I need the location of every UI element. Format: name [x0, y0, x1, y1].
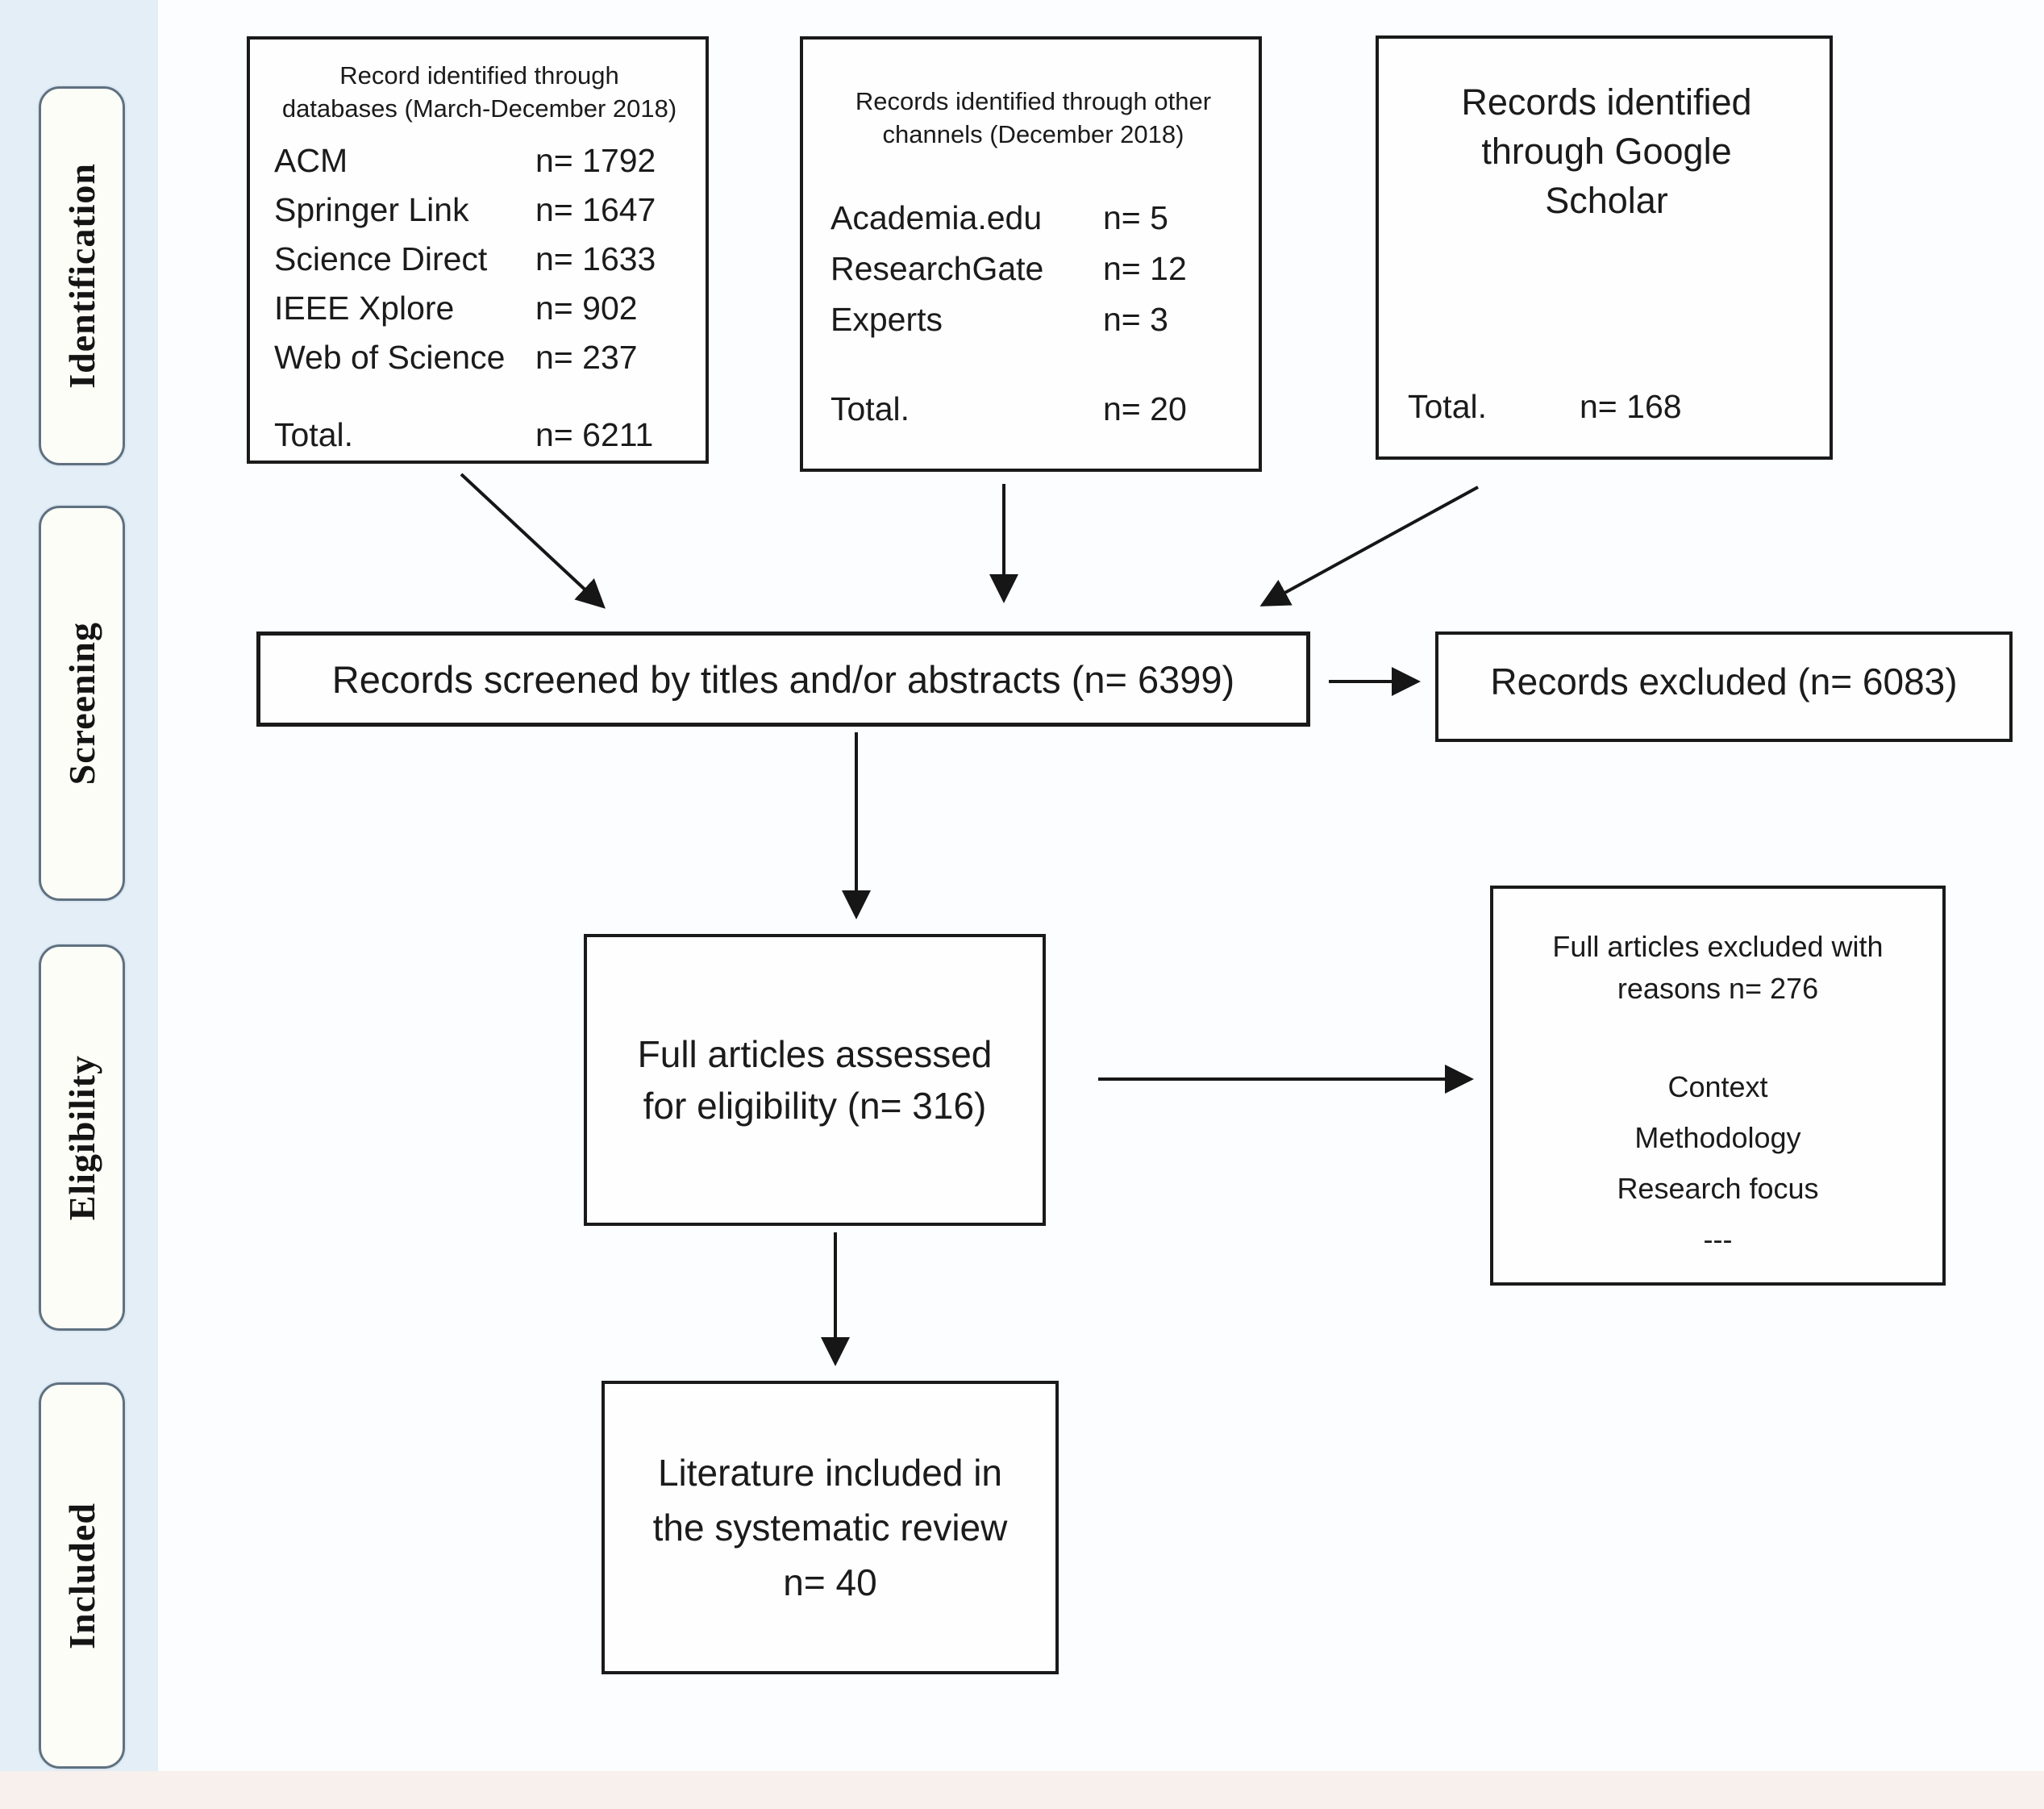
other-channels-title-line2: channels (December 2018)	[882, 120, 1184, 148]
other-channels-total-label: Total.	[831, 390, 910, 427]
databases-title-line1: Record identified through	[339, 61, 619, 90]
full-articles-line2: for eligibility (n= 316)	[643, 1085, 987, 1127]
bottom-strip	[0, 1771, 2044, 1809]
exclusion-reason: Research focus	[1617, 1172, 1819, 1205]
exclusion-reason-list: Context Methodology Research focus ---	[1493, 1061, 1942, 1265]
database-row-label: IEEE Xplore	[274, 290, 455, 327]
excluded-with-reasons-title: Full articles excluded with reasons n= 2…	[1493, 926, 1942, 1010]
google-scholar-total-label: Total.	[1408, 388, 1487, 425]
databases-box-title: Record identified through databases (Mar…	[274, 59, 685, 125]
channel-row-value: n= 5	[1103, 199, 1168, 236]
database-row: IEEE Xplore n= 902	[274, 284, 685, 333]
database-row-label: Web of Science	[274, 339, 506, 376]
databases-total-row: Total. n= 6211	[274, 416, 685, 454]
google-scholar-title-line3: Scholar	[1545, 180, 1668, 221]
database-row: Science Direct n= 1633	[274, 235, 685, 284]
excluded-with-reasons-box: Full articles excluded with reasons n= 2…	[1490, 886, 1946, 1286]
google-scholar-box: Records identified through Google Schola…	[1376, 35, 1833, 460]
literature-included-box: Literature included in the systematic re…	[602, 1381, 1059, 1674]
database-row-value: n= 1647	[535, 191, 656, 228]
exclusion-reason-ellipsis: ---	[1703, 1223, 1733, 1256]
exclusion-reason: Context	[1667, 1070, 1768, 1103]
literature-included-line2: the systematic review	[652, 1507, 1008, 1548]
channel-row: Experts n= 3	[831, 294, 1236, 345]
database-row-label: ACM	[274, 142, 348, 179]
other-channels-total-row: Total. n= 20	[831, 390, 1236, 428]
google-scholar-title-line1: Records identified	[1461, 81, 1752, 123]
database-row-label: Springer Link	[274, 191, 469, 228]
arrow-databases-to-screened	[460, 473, 606, 609]
stage-screening-label: Screening	[61, 621, 102, 786]
channel-row-value: n= 3	[1103, 301, 1168, 338]
other-channels-rows: Academia.edu n= 5 ResearchGate n= 12 Exp…	[831, 193, 1236, 345]
excluded-reasons-title-line1: Full articles excluded with	[1552, 930, 1884, 963]
records-excluded-text: Records excluded (n= 6083)	[1490, 660, 1958, 702]
literature-included-line3: n= 40	[783, 1561, 877, 1603]
other-channels-total-value: n= 20	[1103, 390, 1187, 427]
database-row-value: n= 237	[535, 339, 638, 376]
channel-row-label: ResearchGate	[831, 250, 1044, 287]
stage-included: Included	[39, 1382, 125, 1769]
databases-rows: ACM n= 1792 Springer Link n= 1647 Scienc…	[274, 136, 685, 382]
full-articles-assessed-box: Full articles assessed for eligibility (…	[584, 934, 1046, 1226]
database-row: Springer Link n= 1647	[274, 185, 685, 235]
database-row-value: n= 902	[535, 290, 638, 327]
channel-row: Academia.edu n= 5	[831, 193, 1236, 244]
excluded-reasons-title-line2: reasons n= 276	[1617, 972, 1819, 1005]
records-screened-box: Records screened by titles and/or abstra…	[256, 631, 1310, 727]
database-row-value: n= 1792	[535, 142, 656, 179]
channel-row-label: Academia.edu	[831, 199, 1043, 236]
stage-included-label: Included	[61, 1502, 102, 1649]
channel-row-value: n= 12	[1103, 250, 1187, 287]
databases-total-value: n= 6211	[535, 416, 654, 453]
databases-total-label: Total.	[274, 416, 353, 453]
stage-screening: Screening	[39, 506, 125, 901]
channel-row-label: Experts	[831, 301, 943, 338]
other-channels-box: Records identified through other channel…	[800, 36, 1262, 472]
google-scholar-title-line2: through Google	[1481, 131, 1732, 172]
database-row: ACM n= 1792	[274, 136, 685, 185]
full-articles-line1: Full articles assessed	[637, 1033, 993, 1075]
exclusion-reason: Methodology	[1634, 1121, 1801, 1154]
stage-eligibility: Eligibility	[39, 944, 125, 1331]
google-scholar-total-row: Total. n= 168	[1408, 388, 1805, 426]
other-channels-title-line1: Records identified through other	[855, 87, 1212, 115]
other-channels-box-title: Records identified through other channel…	[831, 85, 1236, 151]
databases-box: Record identified through databases (Mar…	[247, 36, 709, 464]
database-row-label: Science Direct	[274, 240, 488, 277]
literature-included-line1: Literature included in	[657, 1452, 1003, 1494]
records-excluded-box: Records excluded (n= 6083)	[1435, 631, 2013, 742]
channel-row: ResearchGate n= 12	[831, 244, 1236, 294]
database-row: Web of Science n= 237	[274, 333, 685, 382]
google-scholar-total-value: n= 168	[1580, 388, 1682, 425]
stage-eligibility-label: Eligibility	[61, 1054, 102, 1221]
stage-identification: Identification	[39, 86, 125, 465]
databases-title-line2: databases (March-December 2018)	[281, 94, 677, 123]
database-row-value: n= 1633	[535, 240, 656, 277]
google-scholar-box-title: Records identified through Google Schola…	[1408, 77, 1805, 225]
stage-identification-label: Identification	[61, 163, 102, 389]
records-screened-text: Records screened by titles and/or abstra…	[331, 657, 1235, 701]
arrow-google-scholar-to-screened	[1259, 486, 1479, 606]
